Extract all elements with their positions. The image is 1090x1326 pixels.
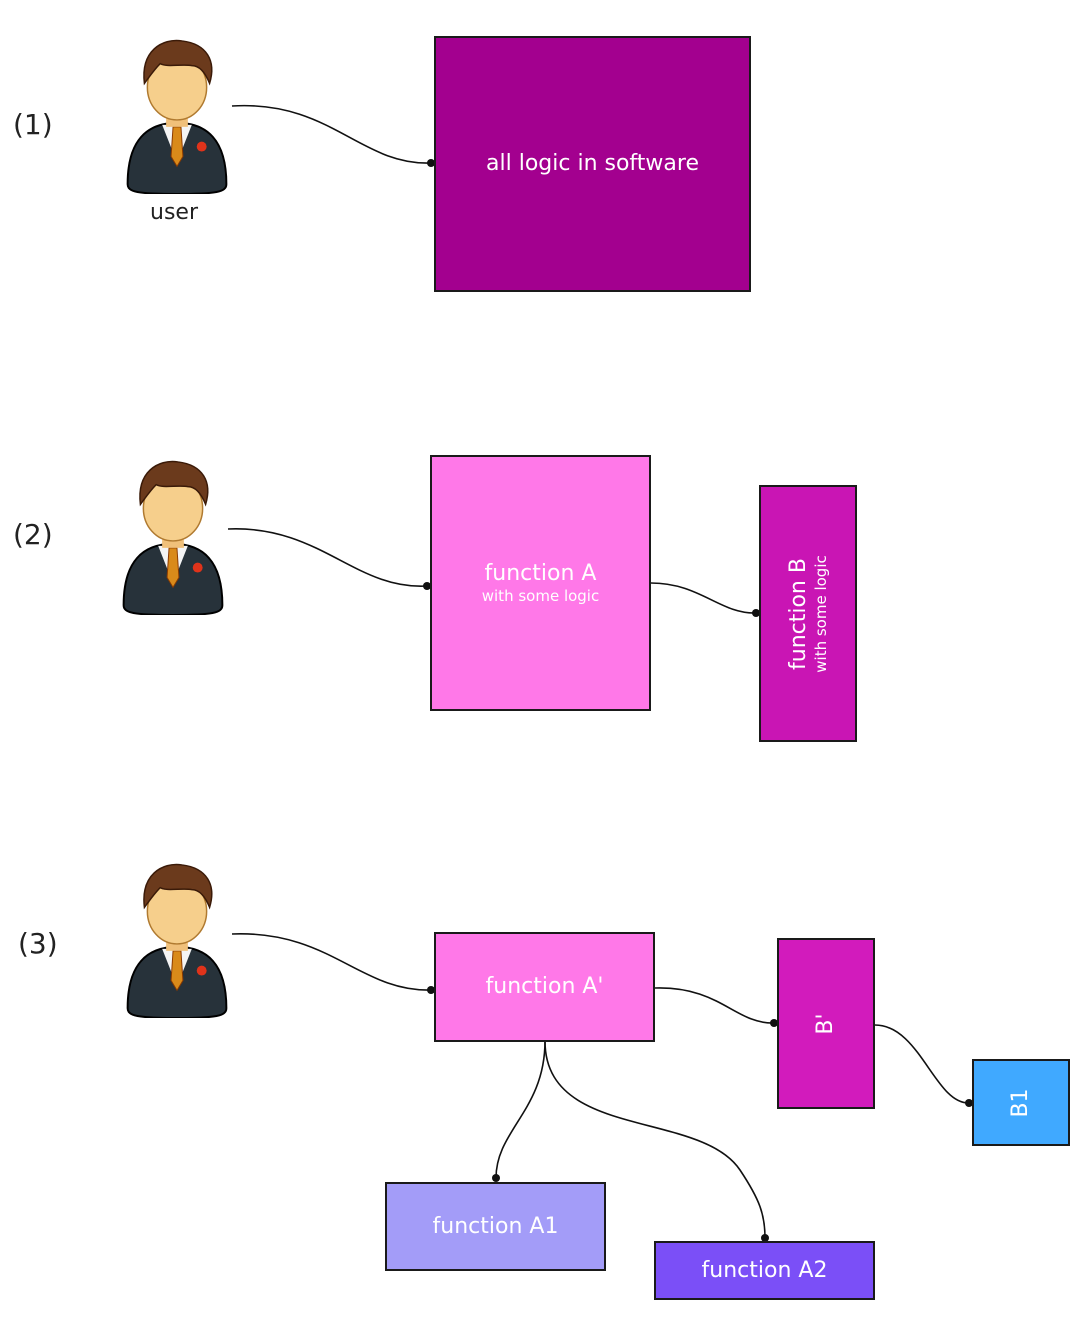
box-function-a-sub: with some logic [481, 587, 600, 605]
box-function-b: function B with some logic [759, 485, 857, 742]
wire-dot [427, 986, 435, 994]
wire-dot [761, 1234, 769, 1242]
wire-dot [770, 1019, 778, 1027]
wire-function-a-to-function-b [650, 582, 757, 614]
wire-a-prime-to-a1 [495, 1040, 546, 1179]
box-all-logic-title: all logic in software [486, 151, 699, 176]
box-function-a-prime: function A' [434, 932, 655, 1042]
wire-a-prime-to-b-prime [654, 987, 775, 1024]
box-function-b-sub: with some logic [812, 554, 830, 673]
box-function-a2: function A2 [654, 1241, 875, 1300]
wire-user-to-function-a [227, 528, 428, 587]
step-label-1: (1) [13, 108, 53, 141]
box-function-b-title: function B [786, 557, 811, 670]
box-b-prime-title: B' [813, 1012, 838, 1035]
box-function-a-title: function A [484, 561, 597, 586]
box-b1: B1 [972, 1059, 1070, 1146]
step-label-2: (2) [13, 518, 53, 551]
wire-user-to-software [231, 104, 431, 164]
box-b-prime: B' [777, 938, 875, 1109]
user-businessman-icon [118, 457, 228, 615]
box-function-a: function A with some logic [430, 455, 651, 711]
box-function-a1: function A1 [385, 1182, 606, 1271]
box-function-a2-title: function A2 [701, 1257, 828, 1283]
wire-a-prime-to-a2 [544, 1040, 766, 1239]
step-label-3: (3) [18, 927, 58, 960]
wire-user-to-function-a-prime [231, 933, 432, 991]
wire-dot [423, 582, 431, 590]
user-caption: user [150, 200, 198, 225]
wire-b-prime-to-b1 [874, 1024, 970, 1104]
user-businessman-icon [122, 36, 232, 194]
box-all-logic: all logic in software [434, 36, 751, 292]
box-function-a-prime-title: function A' [485, 974, 604, 999]
user-businessman-icon [122, 860, 232, 1018]
wire-dot [492, 1174, 500, 1182]
wire-dot [965, 1099, 973, 1107]
box-b1-title: B1 [1008, 1087, 1033, 1118]
box-function-a1-title: function A1 [432, 1213, 559, 1239]
wire-dot [752, 609, 760, 617]
wire-dot [427, 159, 435, 167]
